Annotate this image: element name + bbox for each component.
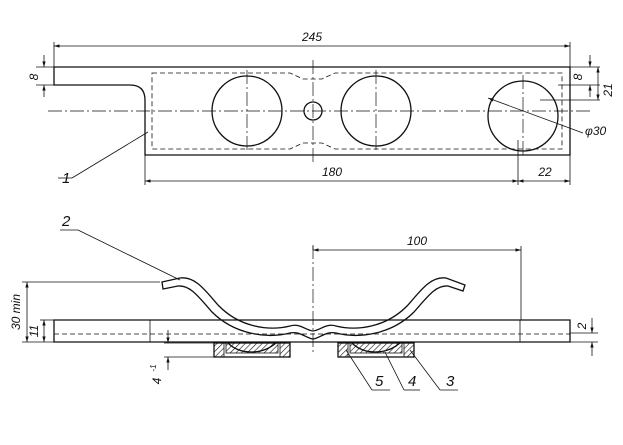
- dim-label-diameter: φ30: [585, 124, 607, 138]
- spring-plate: [161, 277, 466, 340]
- top-view: 245 180 22 8 8 21 φ30 1: [27, 30, 615, 187]
- leader-label-4: 4: [408, 373, 416, 390]
- leader-label-5: 5: [375, 373, 384, 390]
- dim-label-30min: 30 min: [9, 294, 23, 330]
- leader-4: [384, 351, 405, 391]
- leader-2: [77, 229, 181, 281]
- pad-assembly-left: [213, 342, 291, 358]
- dim-label-11: 11: [27, 325, 41, 337]
- leader-3: [409, 349, 441, 391]
- dim-label-180: 180: [322, 165, 342, 179]
- leader-label-1: 1: [62, 170, 70, 187]
- pad-assembly-right: [337, 342, 415, 358]
- dim-label-245: 245: [301, 30, 322, 44]
- dim-label-100: 100: [407, 234, 427, 248]
- dim-label-22: 22: [537, 165, 552, 179]
- leader-label-2: 2: [61, 213, 71, 230]
- hole-center-small: [303, 101, 323, 121]
- dim-label-4: 4: [150, 377, 164, 384]
- dim-label-21: 21: [601, 83, 615, 97]
- plate-outline-top: [53, 66, 571, 156]
- leader-label-3: 3: [446, 373, 455, 390]
- side-view: 100 30 min 11 2: [9, 213, 598, 391]
- dim-line-diameter: [487, 97, 584, 134]
- dim-label-8-right: 8: [571, 73, 585, 80]
- dim-label-8-left: 8: [27, 73, 41, 80]
- dim-label-4-tol: -1: [149, 364, 158, 371]
- leader-1: [71, 131, 149, 179]
- leader-5: [345, 349, 373, 391]
- hidden-contour: [151, 72, 563, 150]
- dim-label-2: 2: [575, 322, 589, 330]
